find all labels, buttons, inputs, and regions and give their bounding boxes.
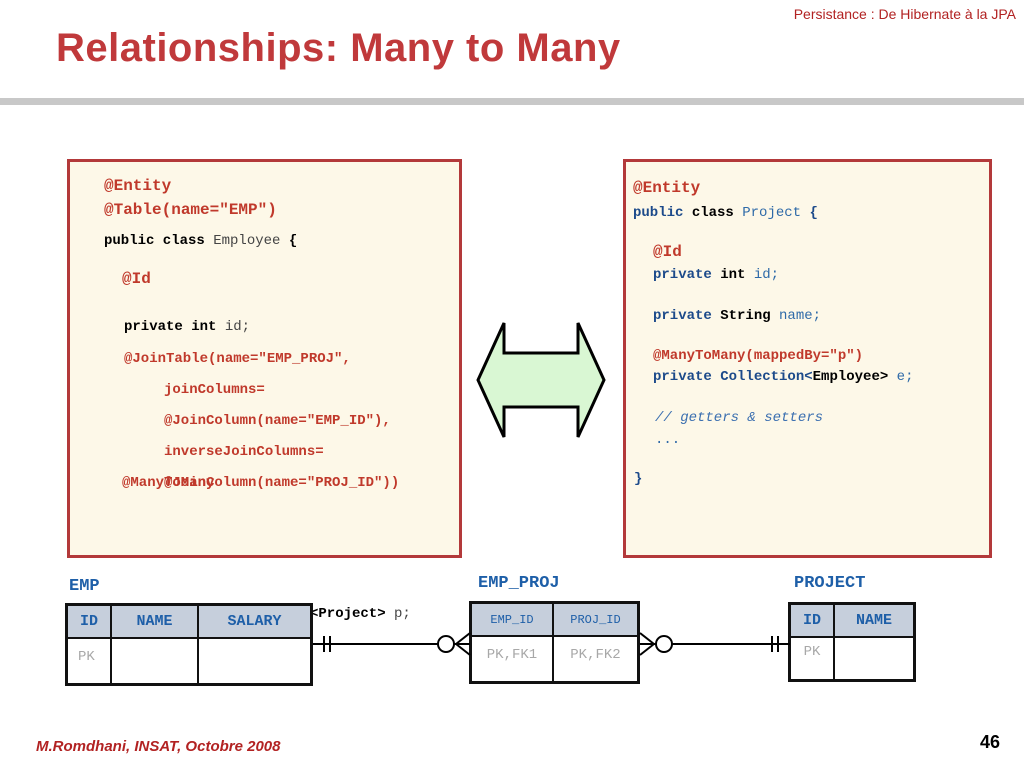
emp-table-header: ID NAME SALARY	[68, 606, 310, 639]
collection-keyword: Collection<	[711, 369, 813, 385]
slide-topic: Persistance : De Hibernate à la JPA	[793, 6, 1016, 22]
emp-col-id: ID	[68, 606, 112, 637]
project-code: @Entity public class Project { @Id priva…	[0, 0, 913, 487]
project-class-declaration: public class Project {	[633, 204, 818, 222]
table-row: PK	[791, 638, 913, 680]
class-keyword: public class	[104, 233, 205, 249]
type-keyword: String	[711, 308, 771, 324]
footer-author: M.Romdhani, INSAT, Octobre 2008	[36, 738, 281, 755]
field-name: e;	[888, 369, 914, 385]
manytomany-annotation: @ManyToMany	[122, 475, 215, 491]
emp-table: ID NAME SALARY PK	[65, 603, 313, 686]
emp-proj-cell-emp-id: PK,FK1	[472, 637, 554, 682]
overflow-type: <Project>	[310, 606, 386, 622]
private-keyword: private	[653, 267, 712, 283]
emp-proj-table: EMP_ID PROJ_ID PK,FK1 PK,FK2	[469, 601, 640, 684]
public-keyword: public	[633, 205, 684, 221]
project-col-id: ID	[791, 605, 835, 636]
page-number: 46	[979, 732, 1000, 752]
emp-proj-cell-proj-id: PK,FK2	[570, 647, 621, 663]
employee-table-annotation: @Table(name="EMP")	[104, 201, 277, 219]
project-crowfoot-top	[639, 632, 655, 645]
employee-id-annotation: @Id	[122, 270, 151, 288]
project-table-label: PROJECT	[794, 574, 866, 593]
employee-code-box	[67, 159, 462, 558]
project-table: ID NAME PK	[788, 602, 916, 682]
slide-title: Relationships: Many to Many	[56, 26, 621, 70]
project-zero-mark	[655, 635, 673, 653]
project-name-field: private String name;	[653, 307, 821, 325]
emp-col-salary: SALARY	[227, 613, 282, 630]
type-keyword: int	[711, 267, 746, 283]
project-code-box	[623, 159, 992, 558]
emp-proj-col-proj-id: PROJ_ID	[570, 612, 621, 627]
project-collection-field: private Collection<Employee> e;	[653, 368, 913, 386]
getters-setters-comment: // getters & setters	[655, 410, 824, 426]
overflow-collection-line: <Project> p;	[310, 605, 411, 623]
emp-cell-name	[112, 639, 199, 684]
emp-col-name: NAME	[112, 606, 199, 637]
field-name: name;	[770, 308, 822, 324]
close-brace: }	[634, 471, 643, 487]
class-name: Project	[733, 205, 802, 221]
project-manytomany-annotation: @ManyToMany(mappedBy="p")	[653, 348, 864, 364]
emp-cell-id: PK	[68, 639, 112, 684]
field-name: id;	[745, 267, 780, 283]
employee-id-field: private int id;	[124, 318, 250, 336]
open-brace: {	[801, 205, 818, 221]
employee-code: @Entity @Table(name="EMP") public class …	[0, 0, 411, 653]
joincolumn-annotation: @JoinColumn(name="EMP_ID"),	[164, 413, 391, 429]
jointable-annotation: @JoinTable(name="EMP_PROJ",	[124, 351, 351, 367]
employee-class-declaration: public class Employee {	[104, 232, 297, 250]
table-row: PK	[68, 639, 310, 684]
private-keyword: private	[653, 369, 712, 385]
table-row: PK,FK1 PK,FK2	[472, 637, 637, 682]
project-id-field: private int id;	[653, 266, 779, 284]
private-keyword: private	[653, 308, 712, 324]
emp-table-label: EMP	[69, 577, 100, 596]
inverse-joincolumn-annotation: @JoinColumn(name="PROJ_ID"))	[164, 475, 400, 491]
collection-type: Employee>	[812, 369, 889, 385]
project-table-header: ID NAME	[791, 605, 913, 638]
emp-proj-table-label: EMP_PROJ	[478, 574, 560, 593]
employee-entity-annotation: @Entity	[104, 177, 172, 195]
ellipsis: ...	[655, 432, 681, 448]
project-col-name: NAME	[855, 612, 892, 629]
emp-zero-mark	[437, 635, 455, 653]
project-cell-id: PK	[791, 638, 835, 680]
field-keyword: private int	[124, 319, 217, 335]
project-entity-annotation: @Entity	[633, 179, 701, 197]
emp-proj-table-header: EMP_ID PROJ_ID	[472, 604, 637, 637]
emp-crowfoot-top	[455, 632, 471, 645]
inversejoincolumns-attribute: inverseJoinColumns=	[164, 444, 324, 460]
field-name: id;	[216, 319, 251, 335]
title-divider	[0, 98, 1024, 105]
joincolumns-attribute: joinColumns=	[164, 382, 265, 398]
overflow-variable: p;	[385, 606, 411, 622]
class-keyword: class	[683, 205, 734, 221]
class-name: Employee	[204, 233, 281, 249]
emp-crowfoot-bottom	[455, 643, 471, 656]
project-crowfoot-bottom	[639, 643, 655, 656]
open-brace: {	[280, 233, 298, 249]
project-id-annotation: @Id	[653, 243, 682, 261]
bidirectional-arrow-icon	[476, 322, 606, 438]
emp-proj-col-emp-id: EMP_ID	[472, 604, 554, 635]
